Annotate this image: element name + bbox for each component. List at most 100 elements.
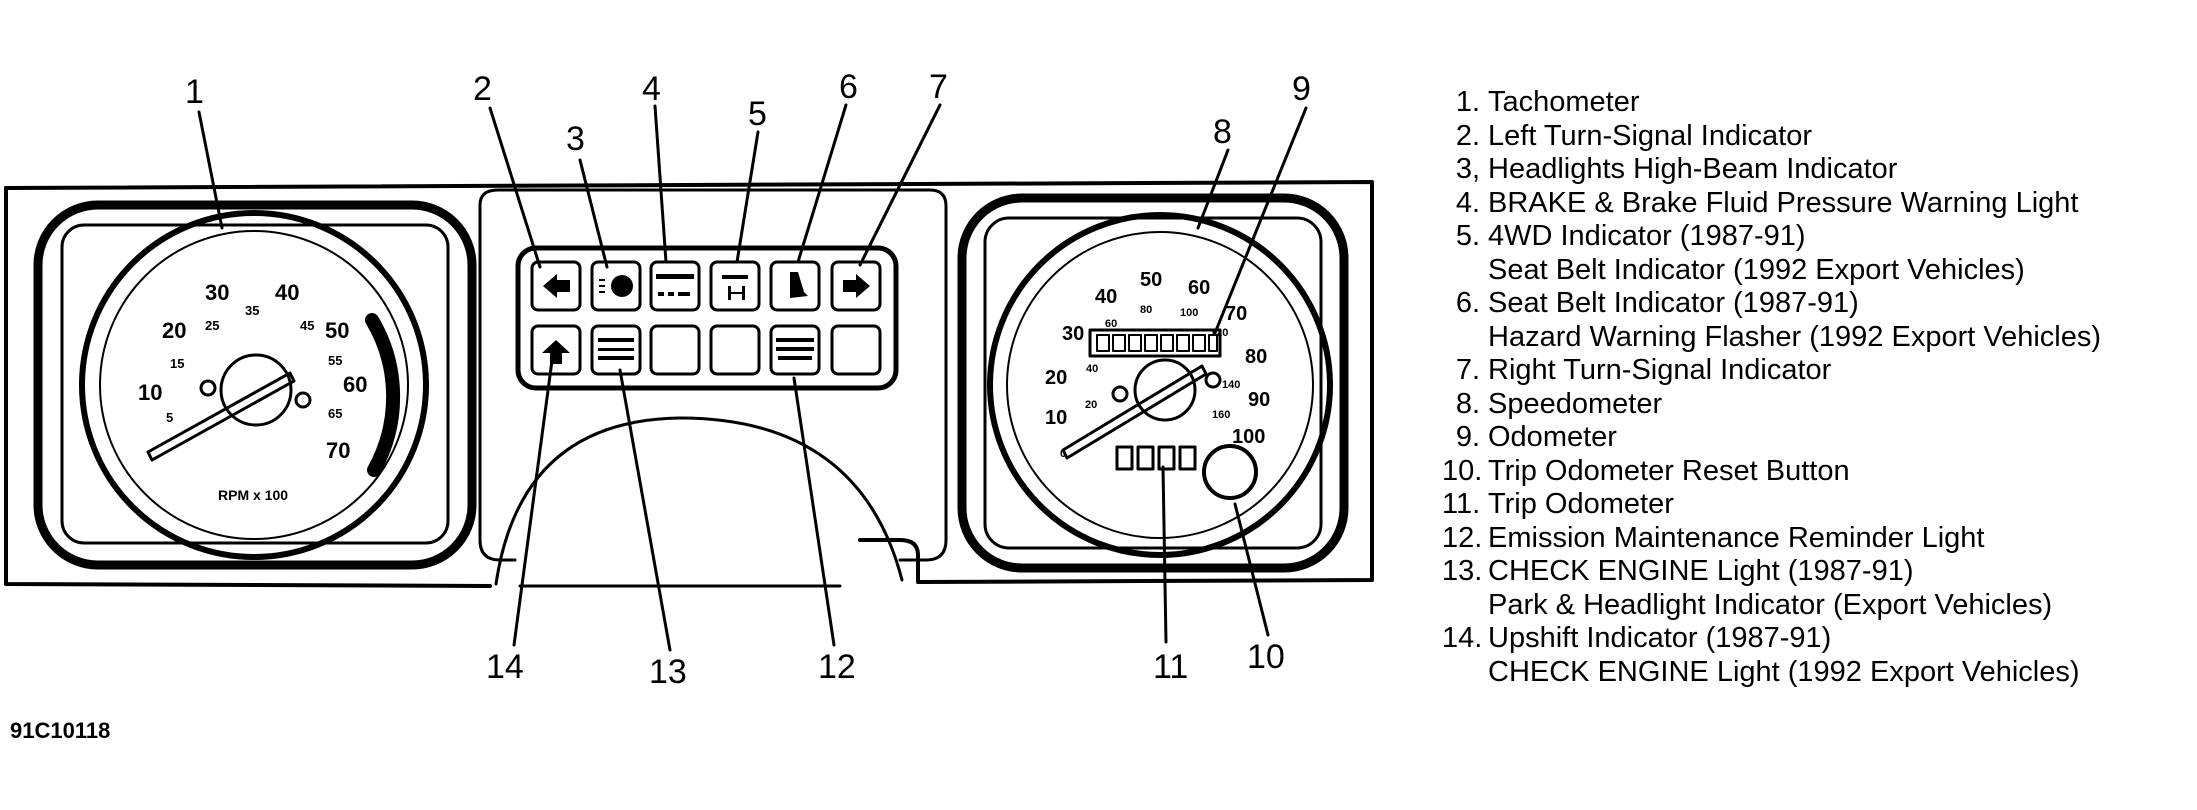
legend-item: 5.4WD Indicator (1987-91)Seat Belt Indic… (1442, 220, 2187, 287)
legend-line: BRAKE & Brake Fluid Pressure Warning Lig… (1488, 186, 2079, 219)
tach-rpm-label: RPM x 100 (218, 487, 288, 503)
legend-line: Seat Belt Indicator (1987-91) (1488, 287, 1859, 319)
tach-tick-major: 60 (343, 372, 367, 397)
tach-tick-major: 70 (326, 438, 350, 463)
speedometer-scale: 10 20 30 40 50 60 70 80 90 100 0 20 40 6… (1045, 269, 1270, 460)
legend-number: 1. (1455, 86, 1480, 118)
callout-5: 5 (748, 95, 767, 133)
tachometer-hub (219, 353, 293, 427)
right-arrow-icon (843, 274, 870, 298)
legend-text: 4WD Indicator (1987-91)Seat Belt Indicat… (1480, 220, 2025, 287)
legend-line: Left Turn-Signal Indicator (1488, 119, 1813, 152)
callout-8: 8 (1213, 113, 1232, 151)
tachometer-scale: 10 20 30 40 50 60 70 5 15 25 35 45 55 65… (138, 280, 367, 503)
speedometer (957, 193, 1349, 573)
legend-number: 3, (1455, 153, 1480, 185)
callout-6: 6 (839, 68, 858, 106)
legend-item: 11.Trip Odometer (1442, 488, 2187, 522)
legend-text: Headlights High-Beam Indicator (1480, 153, 1897, 187)
callout-4: 4 (642, 70, 661, 108)
tach-tick-major: 30 (205, 280, 229, 305)
legend-item: 13.CHECK ENGINE Light (1987-91)Park & He… (1442, 555, 2187, 622)
speedometer-housing-outer (957, 193, 1349, 573)
legend-number: 8. (1455, 387, 1480, 420)
speedo-tick-minor: 80 (1140, 304, 1152, 316)
trip-odometer-digits (1115, 445, 1197, 471)
legend-text: CHECK ENGINE Light (1987-91)Park & Headl… (1480, 555, 2052, 622)
callout-3: 3 (566, 120, 585, 158)
legend-line: Trip Odometer Reset Button (1488, 454, 1850, 487)
legend-item: 12.Emission Maintenance Reminder Light (1442, 522, 2187, 556)
legend-text: Speedometer (1480, 388, 1662, 422)
brake-icon (656, 274, 694, 296)
speedo-tick-major: 40 (1095, 286, 1117, 308)
legend-text: Trip Odometer (1480, 488, 1674, 522)
tach-tick-major: 20 (162, 318, 186, 343)
legend-line: Headlights High-Beam Indicator (1488, 153, 1898, 185)
speedo-tick-major: 100 (1232, 426, 1265, 448)
legend-item: 2.Left Turn-Signal Indicator (1442, 120, 2187, 154)
legend-line: Upshift Indicator (1987-91) (1488, 622, 1832, 654)
legend-line: Hazard Warning Flasher (1992 Export Vehi… (1488, 320, 2102, 353)
legend-line: CHECK ENGINE Light (1987-91) (1488, 555, 1914, 587)
speedometer-pivot-left (1111, 385, 1129, 403)
legend-text: Tachometer (1480, 86, 1640, 120)
steering-column-arch (494, 416, 904, 586)
callout-13: 13 (649, 653, 687, 691)
speedo-tick-minor: 100 (1180, 307, 1198, 319)
speedo-tick-major: 30 (1062, 323, 1084, 345)
callout-1: 1 (185, 73, 204, 111)
tach-tick-minor: 15 (170, 356, 184, 371)
legend-number: 2. (1455, 119, 1480, 152)
tach-tick-minor: 45 (300, 318, 314, 333)
speedo-tick-major: 90 (1248, 389, 1270, 411)
legend-number: 6. (1455, 287, 1480, 319)
tachometer-needle (146, 371, 296, 462)
leader-lines (197, 103, 1308, 652)
legend-item: 4.BRAKE & Brake Fluid Pressure Warning L… (1442, 187, 2187, 221)
legend-number: 4. (1455, 186, 1480, 219)
legend-line: Trip Odometer (1488, 488, 1674, 520)
tachometer-pivot-right (294, 391, 312, 409)
speedo-tick-major: 50 (1140, 269, 1162, 291)
tachometer-pivot-left (199, 379, 217, 397)
speedo-tick-major: 60 (1188, 277, 1210, 299)
legend-number: 13. (1442, 555, 1483, 587)
callout-14: 14 (486, 648, 524, 686)
speedo-tick-minor: 20 (1085, 399, 1097, 411)
figure-id: 91C10118 (10, 718, 111, 743)
speedo-tick-minor: 40 (1086, 363, 1098, 375)
legend-text: Trip Odometer Reset Button (1480, 455, 1850, 489)
legend-line: Park & Headlight Indicator (Export Vehic… (1488, 588, 2053, 621)
trip-reset-button (1202, 444, 1258, 500)
tach-tick-major: 40 (275, 280, 299, 305)
legend-number: 9. (1455, 421, 1480, 453)
legend-number: 14. (1442, 622, 1483, 654)
speedo-tick-major: 70 (1225, 303, 1247, 325)
tachometer-dial-inner (99, 230, 409, 540)
seat-belt-icon (790, 272, 808, 298)
speedo-tick-minor: 140 (1222, 379, 1240, 391)
speedometer-dial-outer (987, 212, 1333, 558)
legend-item: 14.Upshift Indicator (1987-91)CHECK ENGI… (1442, 622, 2187, 689)
legend-line: Emission Maintenance Reminder Light (1488, 521, 1985, 554)
legend-text: Seat Belt Indicator (1987-91)Hazard Warn… (1480, 287, 2101, 354)
left-arrow-icon (543, 274, 570, 298)
speedo-tick-minor: 120 (1210, 327, 1228, 339)
legend-line: CHECK ENGINE Light (1992 Export Vehicles… (1488, 655, 2080, 688)
legend-line: 4WD Indicator (1987-91) (1488, 220, 1806, 252)
legend-item: 8.Speedometer (1442, 388, 2187, 422)
tach-tick-minor: 65 (328, 406, 342, 421)
speedo-tick-minor: 0 (1060, 448, 1066, 460)
legend-number: 12. (1442, 521, 1483, 554)
speedometer-dial-inner (1006, 231, 1314, 539)
legend-number: 11. (1442, 488, 1481, 520)
legend-text: Left Turn-Signal Indicator (1480, 120, 1812, 154)
speedo-tick-minor: 60 (1105, 318, 1117, 330)
tach-tick-minor: 5 (166, 410, 173, 425)
tach-tick-minor: 35 (245, 303, 259, 318)
emission-icon (776, 338, 814, 360)
legend-item: 7.Right Turn-Signal Indicator (1442, 354, 2187, 388)
